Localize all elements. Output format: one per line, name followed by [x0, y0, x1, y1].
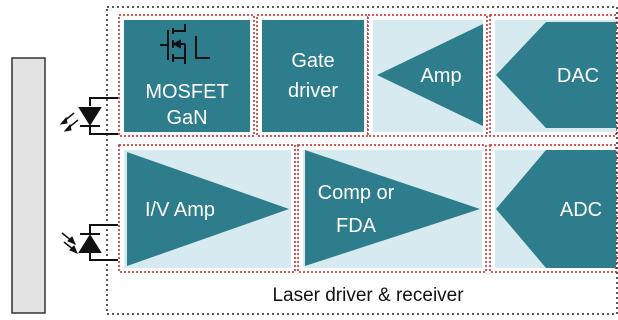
laser-diode-icon [59, 97, 118, 135]
target-panel [11, 57, 46, 314]
amp-block: Amp [367, 14, 488, 137]
photodiode-icon [61, 224, 118, 261]
comp-fda-block: Comp or FDA [297, 144, 487, 273]
diagram-caption: Laser driver & receiver [272, 285, 464, 306]
dac-block: DAC [489, 14, 617, 137]
iv-amp-block: I/V Amp [118, 144, 296, 273]
dac-label: DAC [557, 65, 599, 87]
iv-amp-label: I/V Amp [145, 199, 215, 221]
driver-label: driver [288, 80, 338, 102]
amp-label: Amp [420, 65, 461, 87]
gate-driver-block: Gate driver [256, 14, 369, 137]
fda-label: FDA [336, 215, 377, 237]
adc-label: ADC [560, 199, 602, 221]
comp-or-label: Comp or [318, 182, 395, 204]
gan-label: GaN [166, 107, 207, 129]
mosfet-gan-block: MOSFET GaN [118, 14, 255, 137]
mosfet-label: MOSFET [145, 81, 228, 103]
adc-block: ADC [489, 144, 617, 273]
gate-label: Gate [291, 50, 334, 72]
outer-enclosure [106, 6, 618, 315]
mosfet-symbol-icon [160, 24, 210, 64]
